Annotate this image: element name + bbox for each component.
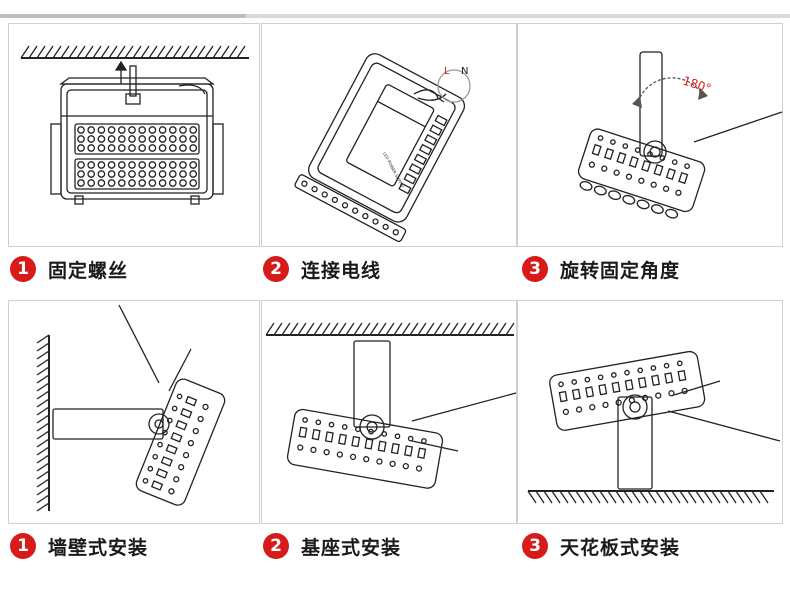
step-label: 旋转固定角度 [560, 259, 681, 282]
panel-ceiling-mount [517, 300, 783, 524]
step-label: 连接电线 [301, 259, 382, 282]
neutral-wire-label: N [461, 66, 468, 77]
step-number-badge: 1 [10, 256, 36, 282]
live-wire-label: L [444, 66, 450, 77]
caption-step-fix-screws: 1 固定螺丝 [10, 254, 128, 284]
caption-step-rotate-angle: 3 旋转固定角度 [522, 254, 680, 284]
caption-ceiling-mount: 3 天花板式安装 [522, 531, 680, 561]
step-number-badge: 3 [522, 533, 548, 559]
top-divider [0, 14, 790, 18]
panel-connect-wires: LED POWER SUPPLY L N [261, 23, 517, 247]
caption-wall-mount: 1 墙壁式安装 [10, 531, 148, 561]
connect-wires-illustration: LED POWER SUPPLY L N [294, 53, 471, 243]
step-label: 墙壁式安装 [48, 536, 149, 559]
step-number-badge: 1 [10, 533, 36, 559]
step-number-badge: 3 [522, 256, 548, 282]
ceiling-mount-illustration [527, 350, 781, 504]
step-label: 天花板式安装 [560, 536, 681, 559]
caption-step-connect-wires: 2 连接电线 [263, 254, 381, 284]
step-label: 基座式安装 [301, 536, 402, 559]
panel-wall-mount [8, 300, 260, 524]
rotate-angle-illustration: 180° [577, 51, 783, 219]
rotation-angle-label: 180° [681, 74, 713, 96]
panel-base-mount [261, 300, 517, 524]
base-mount-illustration [265, 322, 517, 489]
fix-screws-illustration [20, 45, 249, 205]
caption-base-mount: 2 基座式安装 [263, 531, 401, 561]
panel-rotate-angle: 180° [517, 23, 783, 247]
step-label: 固定螺丝 [48, 259, 129, 282]
step-number-badge: 2 [263, 533, 289, 559]
panel-fix-screws [8, 23, 260, 247]
wall-mount-illustration [36, 304, 226, 512]
step-number-badge: 2 [263, 256, 289, 282]
